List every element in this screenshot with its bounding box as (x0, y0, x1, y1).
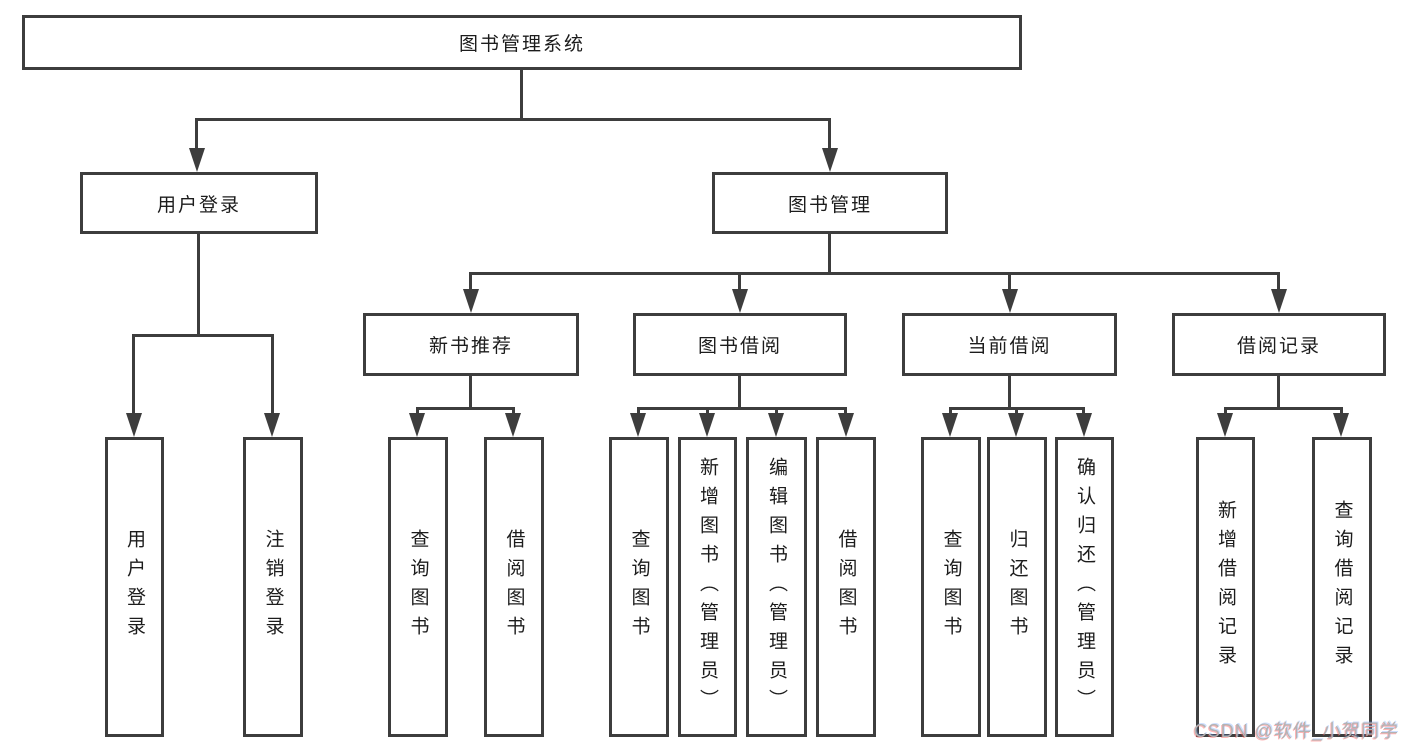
leaf-edit-books-admin: 编辑图书（管理员） (746, 437, 807, 737)
connector-newbook-drop (469, 272, 472, 292)
connector-leaf-drop (416, 407, 419, 416)
node-label: 新增借阅记录 (1215, 500, 1236, 674)
leaf-search-books-current: 查询图书 (921, 437, 981, 737)
arrowhead-leaf (505, 413, 521, 437)
leaf-search-books-recommend: 查询图书 (388, 437, 448, 737)
connector-current-stem (1008, 376, 1011, 409)
connector-book-mgmt-drop (828, 118, 831, 150)
connector-leaf-drop (512, 407, 515, 416)
connector-user-stem (197, 234, 200, 335)
arrowhead-borrow (732, 289, 748, 313)
leaf-add-books-admin: 新增图书（管理员） (678, 437, 737, 737)
leaf-search-books-borrow: 查询图书 (609, 437, 669, 737)
connector-records-drop (1277, 272, 1280, 292)
arrowhead-user-login (189, 148, 205, 172)
arrowhead-leaf (1333, 413, 1349, 437)
node-label: 注销登录 (262, 529, 284, 645)
node-label: 借阅图书 (503, 529, 525, 645)
connector-leaf-drop (1082, 407, 1085, 416)
arrowhead-records (1271, 289, 1287, 313)
node-label: 用户登录 (156, 194, 241, 216)
node-label: 图书管理系统 (458, 34, 585, 55)
node-label: 借阅图书 (835, 529, 857, 645)
arrowhead-book-mgmt (822, 148, 838, 172)
connector-user-leaf2-drop (271, 334, 274, 414)
arrowhead-leaf (838, 413, 854, 437)
connector-borrow-drop (738, 272, 741, 292)
leaf-return-books: 归还图书 (987, 437, 1047, 737)
arrowhead-user-leaf2 (264, 413, 280, 437)
leaf-user-login: 用户登录 (105, 437, 164, 737)
arrowhead-leaf (1217, 413, 1233, 437)
leaf-add-borrow-record: 新增借阅记录 (1196, 437, 1255, 737)
node-current-borrowing: 当前借阅 (902, 313, 1117, 376)
connector-user-leaf1-drop (132, 334, 135, 414)
leaf-search-borrow-record: 查询借阅记录 (1312, 437, 1372, 737)
leaf-confirm-return-admin: 确认归还（管理员） (1055, 437, 1114, 737)
node-borrow-records: 借阅记录 (1172, 313, 1386, 376)
node-book-borrowing: 图书借阅 (633, 313, 847, 376)
node-label: 归还图书 (1006, 529, 1028, 645)
node-book-management: 图书管理 (712, 172, 948, 234)
csdn-watermark: CSDN @软件_小贺同学 (1193, 721, 1399, 741)
node-label: 借阅记录 (1236, 336, 1321, 357)
arrowhead-newbook (463, 289, 479, 313)
arrowhead-current (1002, 289, 1018, 313)
node-label: 图书管理 (787, 194, 872, 216)
connector-newbook-stem (469, 376, 472, 409)
node-label: 查询图书 (407, 529, 429, 645)
connector-leaf-drop (706, 407, 709, 416)
node-library-system: 图书管理系统 (22, 15, 1022, 70)
node-label: 确认归还（管理员） (1074, 456, 1095, 718)
connector-user-bar (133, 334, 273, 337)
node-label: 图书借阅 (697, 336, 782, 357)
leaf-logout: 注销登录 (243, 437, 303, 737)
connector-newbook-bar (416, 407, 515, 410)
arrowhead-leaf (630, 413, 646, 437)
connector-leaf-drop (775, 407, 778, 416)
leaf-borrow-books-recommend: 借阅图书 (484, 437, 544, 737)
connector-leaf-drop (637, 407, 640, 416)
arrowhead-leaf (768, 413, 784, 437)
connector-leaf-drop (844, 407, 847, 416)
node-label: 编辑图书（管理员） (766, 456, 787, 718)
node-label: 用户登录 (124, 529, 145, 645)
node-label: 当前借阅 (967, 336, 1052, 357)
arrowhead-leaf (1076, 413, 1092, 437)
node-label: 新书推荐 (428, 336, 513, 357)
connector-leaf-drop (1015, 407, 1018, 416)
connector-current-drop (1008, 272, 1011, 292)
connector-records-stem (1277, 376, 1280, 409)
arrowhead-leaf (409, 413, 425, 437)
connector-level1-bar (195, 118, 831, 121)
node-label: 查询图书 (940, 529, 962, 645)
node-label: 新增图书（管理员） (697, 456, 718, 718)
connector-records-bar (1224, 407, 1343, 410)
connector-borrow-stem (738, 376, 741, 409)
connector-leaf-drop (1340, 407, 1343, 416)
connector-user-login-drop (195, 118, 198, 150)
connector-root-stem (520, 70, 523, 119)
connector-leaf-drop (1224, 407, 1227, 416)
connector-level2-bar (469, 272, 1279, 275)
arrowhead-leaf (942, 413, 958, 437)
leaf-borrow-books: 借阅图书 (816, 437, 876, 737)
arrowhead-user-leaf1 (126, 413, 142, 437)
arrowhead-leaf (1008, 413, 1024, 437)
node-user-login: 用户登录 (80, 172, 318, 234)
connector-borrow-bar (637, 407, 847, 410)
node-label: 查询图书 (628, 529, 650, 645)
connector-mgmt-stem (828, 234, 831, 274)
arrowhead-leaf (699, 413, 715, 437)
node-label: 查询借阅记录 (1331, 500, 1353, 674)
node-new-book-recommend: 新书推荐 (363, 313, 579, 376)
connector-leaf-drop (949, 407, 952, 416)
